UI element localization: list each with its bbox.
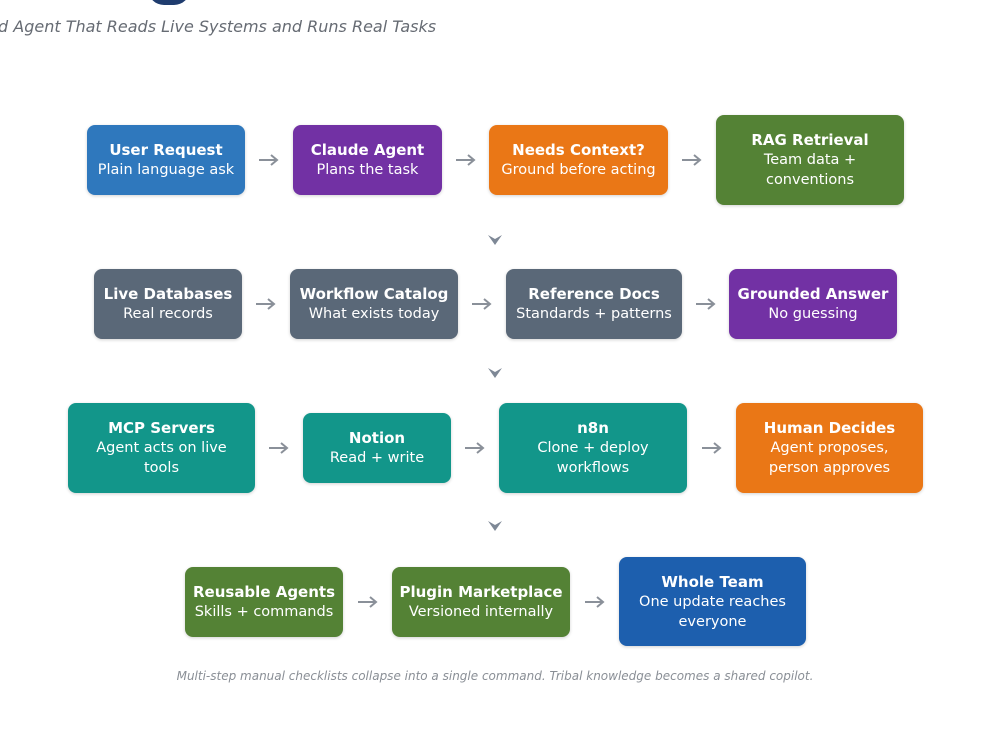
node-title: User Request [109,141,223,159]
node-title: Needs Context? [512,141,645,159]
arrow-right-icon [456,154,476,166]
node-title: Whole Team [661,572,764,591]
node-title: Reusable Agents [192,583,336,601]
chevron-down-icon [488,521,502,531]
node-subtitle: Agent proposes, person approves [768,440,891,476]
footer-caption: Multi-step manual checklists collapse in… [176,669,814,683]
node-title: RAG Retrieval [751,131,869,149]
node-whole-team: Whole Team One update reaches everyone [619,557,806,646]
node-reference-docs: Reference Docs Standards + patterns [506,269,682,339]
title-fragment [148,0,190,5]
node-title: MCP Servers [108,419,215,437]
arrow-right-icon [585,596,605,608]
node-subtitle: Clone + deploy workflows [537,440,649,476]
node-title: Grounded Answer [737,285,889,303]
arrow-right-icon [472,298,492,310]
node-subtitle: Team data + conventions [763,152,857,188]
node-title: Reference Docs [528,285,660,303]
node-title: n8n [577,419,609,437]
node-rag-retrieval: RAG Retrieval Team data + conventions [716,115,904,205]
node-reusable-agents: Reusable Agents Skills + commands [185,567,343,637]
node-title: Live Databases [103,285,233,303]
node-grounded-answer: Grounded Answer No guessing [729,269,897,339]
node-subtitle: Plans the task [316,162,419,178]
node-title: Human Decides [763,419,896,437]
node-subtitle: What exists today [308,306,440,322]
node-notion: Notion Read + write [303,413,451,483]
node-needs-context: Needs Context? Ground before acting [489,125,668,195]
node-subtitle: Read + write [329,450,425,466]
page-subtitle: d Agent That Reads Live Systems and Runs… [0,17,437,36]
arrow-right-icon [269,442,289,454]
node-title: Plugin Marketplace [399,583,563,601]
node-subtitle: Versioned internally [408,604,554,620]
arrow-right-icon [259,154,279,166]
arrow-right-icon [702,442,722,454]
node-claude-agent: Claude Agent Plans the task [293,125,442,195]
node-subtitle: Skills + commands [194,604,334,620]
node-plugin-marketplace: Plugin Marketplace Versioned internally [392,567,570,637]
chevron-down-icon [488,368,502,378]
arrow-right-icon [465,442,485,454]
node-workflow-catalog: Workflow Catalog What exists today [290,269,458,339]
node-subtitle: Real records [123,306,213,322]
chevron-down-icon [488,235,502,245]
node-title: Notion [348,429,406,447]
node-title: Claude Agent [310,141,425,159]
node-subtitle: No guessing [768,306,858,322]
node-subtitle: Standards + patterns [516,306,672,322]
node-live-databases: Live Databases Real records [94,269,242,339]
node-title: Workflow Catalog [299,285,449,303]
node-n8n: n8n Clone + deploy workflows [499,403,687,493]
node-subtitle: Ground before acting [501,162,656,178]
arrow-right-icon [256,298,276,310]
node-mcp-servers: MCP Servers Agent acts on live tools [68,403,255,493]
arrow-right-icon [696,298,716,310]
node-user-request: User Request Plain language ask [87,125,245,195]
node-subtitle: Plain language ask [97,162,235,178]
node-subtitle: Agent acts on live tools [96,440,227,476]
arrow-right-icon [682,154,702,166]
node-human-decides: Human Decides Agent proposes, person app… [736,403,923,493]
node-subtitle: One update reaches everyone [639,593,786,630]
arrow-right-icon [358,596,378,608]
